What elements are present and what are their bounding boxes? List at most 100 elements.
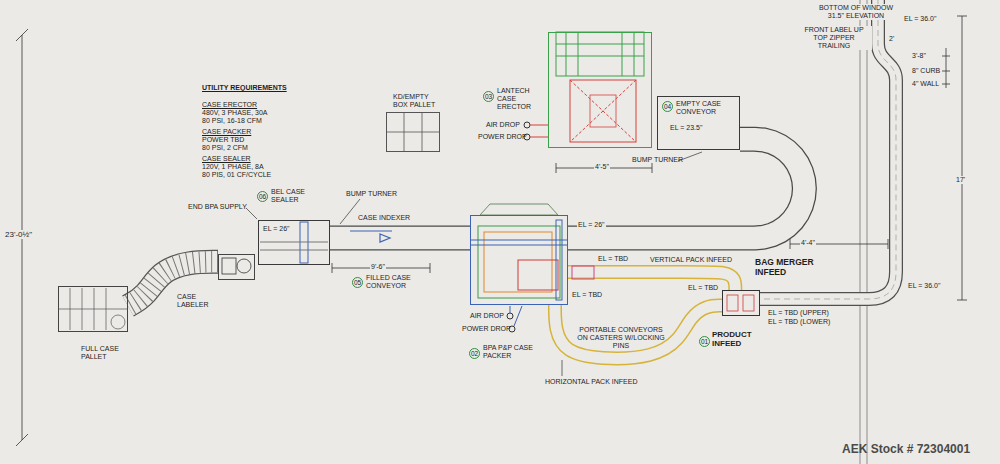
dimension-line [942,84,950,85]
bag-merger: BAG MERGER INFEED [722,290,760,316]
dimension-line [16,434,28,446]
callout-number: 04 [662,101,673,112]
machine-label: LANTECH CASE ERECTOR [497,87,547,111]
note-label: 80 PSI, 16-18 CFM [202,117,262,125]
note-label: CASE SEALER [202,155,251,163]
case-packer-frame [478,226,560,298]
leader-line [340,199,360,224]
note-label: EL = 36.0" [908,282,940,290]
case-erector-frame [570,80,636,142]
leader-line [246,152,702,376]
dimension-line [556,163,557,173]
dimension-line [888,239,889,249]
conveyor-box: 04EMPTY CASE CONVEYOREL = 23.5" [657,96,740,150]
case-labeler-icon [222,258,251,274]
utility-drop-symbol [510,306,511,313]
conveyor [330,237,470,238]
note-label: END BPA SUPPLY [188,203,247,211]
full-case-pallet-grid [58,288,128,330]
wall-line [867,0,868,464]
case-labeler-icon [222,258,236,274]
conveyor-band [555,305,722,358]
case-erector-frame [622,32,623,76]
bag-merger-detail [727,295,754,311]
machine-label: CASE LABELER [177,293,211,309]
pallet-grid [386,112,440,152]
note-label: FILLED CASE CONVEYOR [366,274,414,290]
pallet: KD/EMPTY BOX PALLET [386,112,440,152]
case-erector-frame [570,80,636,142]
pallet: FULL CASE PALLET [58,286,128,332]
dimension-line [942,71,950,72]
full-case-pallet-grid [111,315,125,329]
conveyor-band [128,262,218,306]
utility-drop-symbol [530,137,548,138]
note-label: CASE PACKER [202,128,251,136]
case-erector-frame [566,32,567,76]
note-label: PORTABLE CONVEYORS ON CASTERS W/LOCKING … [574,326,668,350]
note-label: AIR DROP [486,121,520,129]
utility-drop-symbol [507,313,513,319]
case-erector-frame [556,44,644,45]
machine-label: BAG MERGER INFEED [755,258,821,278]
bump-turner-mark [350,230,392,231]
case-sealer-frame [260,242,328,243]
note-label: EL = TBD (LOWER) [768,318,830,326]
leader-line [562,360,563,376]
note-label: EL = TBD [688,284,718,292]
note-label: 80 PSI, 2 CFM [202,144,248,152]
case-packer-frame [480,204,558,215]
dimension-line [16,29,28,41]
note-label: 8" CURB [912,67,940,75]
pallet-grid [386,132,440,133]
dimension-line [962,16,963,300]
machine-label: FULL CASE PALLET [81,345,125,361]
note-label: EL = TBD [572,291,602,299]
dimension-line [430,263,431,273]
note-label: 9'-6" [370,263,386,271]
case-packer-frame [470,204,568,300]
note-label: AIR DROP [470,312,504,320]
utility-drop-symbol [524,122,530,128]
note-label: VERTICAL PACK INFEED [650,256,732,264]
bag-merger-detail [743,295,754,311]
note-label: EL = TBD (UPPER) [768,309,829,317]
bump-turner-mark [350,231,392,242]
wall-line [860,0,861,464]
conveyor-band [330,227,470,250]
callout-number: 03 [483,91,494,102]
dimension-line [946,48,947,88]
dimension-line [957,16,967,17]
note-label: 80 PIS, 01 CF/CYCLE [202,171,271,179]
pack-infeed-head [572,266,594,279]
conveyor-band [555,305,722,358]
case-sealer: 06BEL CASE SEALEREL = 26" [258,220,330,265]
case-packer-frame [556,220,562,300]
note-label: EL = 26" [577,221,606,229]
case-erector-frame [556,32,644,142]
case-erector-frame [570,80,636,142]
note-label: 3'-8" [912,52,926,60]
note-label: 4" WALL [912,80,939,88]
utility-drop-symbol [514,306,522,326]
bag-merger-detail [727,295,738,311]
case-sealer-frame [260,250,328,251]
bump-turner-mark [380,234,390,242]
callout-number: 01 [699,336,710,347]
note-label: POWER DROP [478,133,527,141]
dimension-line [332,263,333,273]
note-label: POWER TBD [202,136,244,144]
case-packer: 02BPA P&P CASE PACKER [470,215,568,305]
note-label: 4'-5" [594,163,610,171]
case-labeler: CASE LABELER [218,254,255,280]
full-case-pallet-grid [58,309,128,310]
note-label: CASE ERECTOR [202,101,257,109]
conveyor-band [568,139,804,238]
watermark: AEK Stock # 72304001 [842,443,970,457]
note-label: 480V, 3 PHASE, 30A [202,109,268,117]
note-label: EL = 36.0" [904,15,936,23]
note-label: HORIZONTAL PACK INFEED [545,378,637,386]
